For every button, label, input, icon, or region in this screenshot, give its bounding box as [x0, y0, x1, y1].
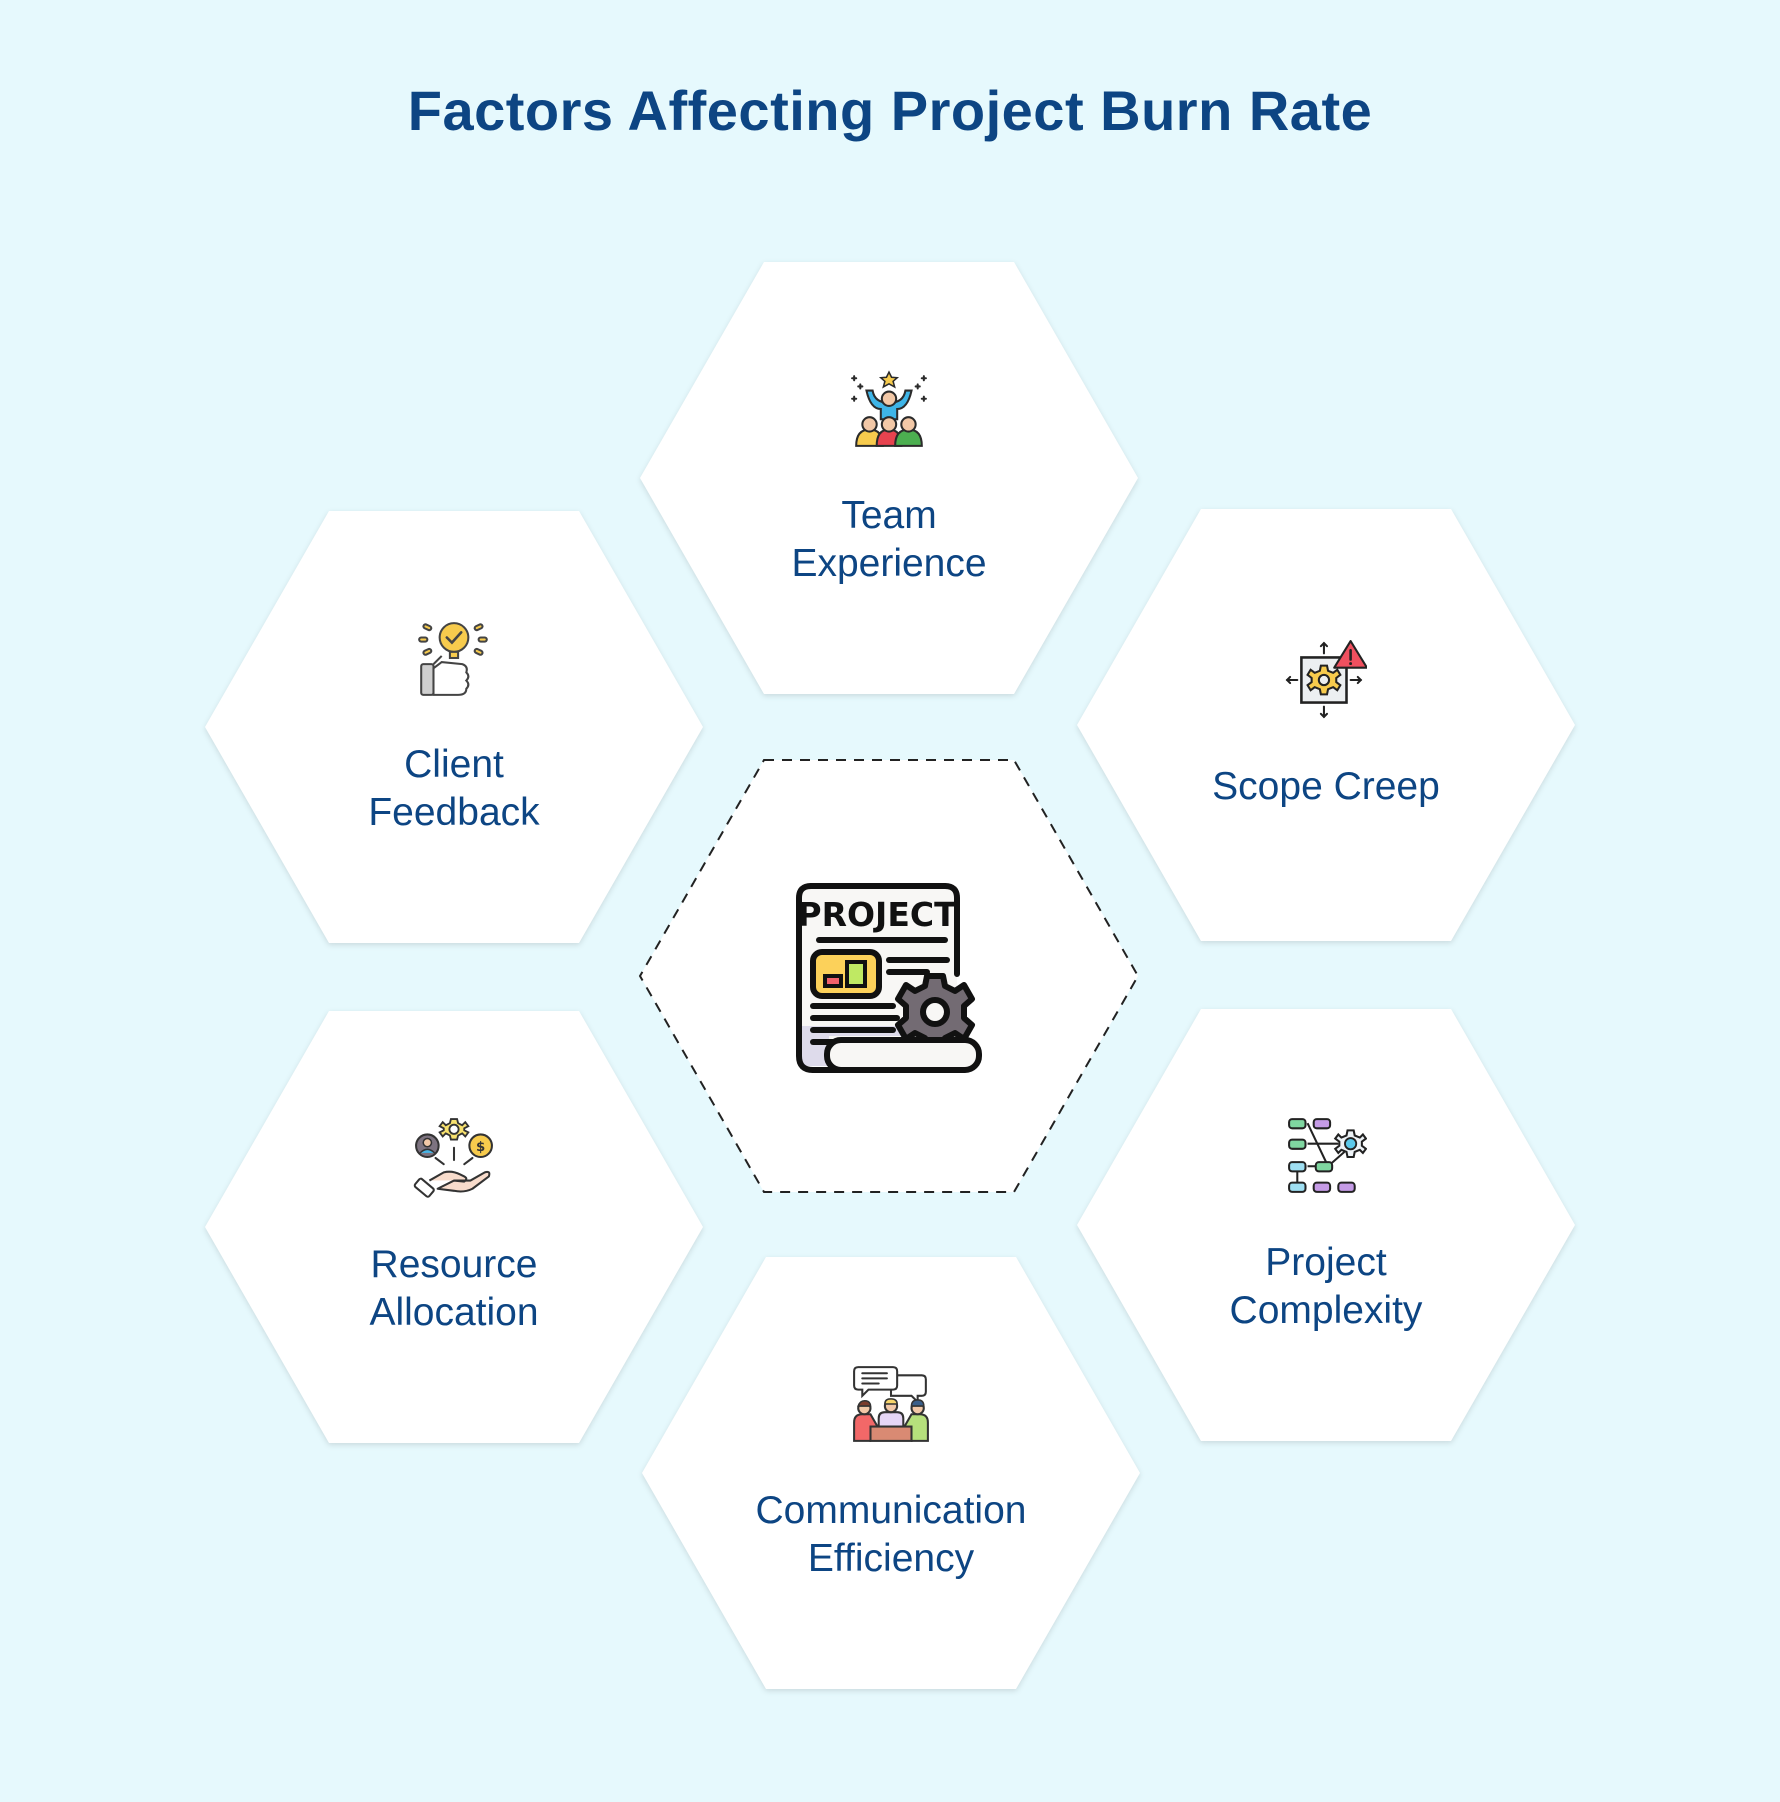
team-meeting-chat-icon	[853, 1366, 929, 1442]
factor-communication-efficiency: Communication Efficiency	[642, 1257, 1140, 1689]
team-celebration-icon	[851, 370, 927, 447]
factor-label: Scope Creep	[1212, 765, 1440, 808]
hexagon-shape	[1077, 1009, 1575, 1441]
lightbulb-check-hand-icon	[418, 622, 488, 696]
gear-warning-expand-icon	[1285, 640, 1367, 719]
hexagon-shape	[640, 262, 1138, 694]
factor-client-feedback: Client Feedback	[205, 511, 703, 943]
hand-resources-icon: $	[413, 1118, 493, 1198]
factor-scope-creep: Scope Creep	[1077, 509, 1575, 941]
svg-text:PROJECT: PROJECT	[797, 895, 957, 934]
hexagon-shape	[205, 1011, 703, 1443]
page-title: Factors Affecting Project Burn Rate	[407, 79, 1373, 142]
network-gear-icon	[1288, 1118, 1367, 1193]
hexagon-shape	[642, 1257, 1140, 1689]
factor-project-complexity: Project Complexity	[1077, 1009, 1575, 1441]
factor-label: Team Experience	[791, 494, 987, 585]
center-project-hub: PROJECT	[638, 759, 1140, 1193]
factor-label: Project Complexity	[1229, 1241, 1423, 1332]
hexagon-shape	[1077, 509, 1575, 941]
factor-resource-allocation: $ Resource Allocation	[205, 1011, 703, 1443]
svg-text:$: $	[476, 1140, 485, 1155]
factor-label: Communication Efficiency	[755, 1489, 1027, 1580]
project-document-gear-icon: PROJECT	[796, 883, 982, 1073]
hexagon-shape	[205, 511, 703, 943]
factor-label: Resource Allocation	[369, 1243, 539, 1334]
factor-label: Client Feedback	[368, 743, 540, 834]
factor-team-experience: Team Experience	[640, 262, 1138, 694]
